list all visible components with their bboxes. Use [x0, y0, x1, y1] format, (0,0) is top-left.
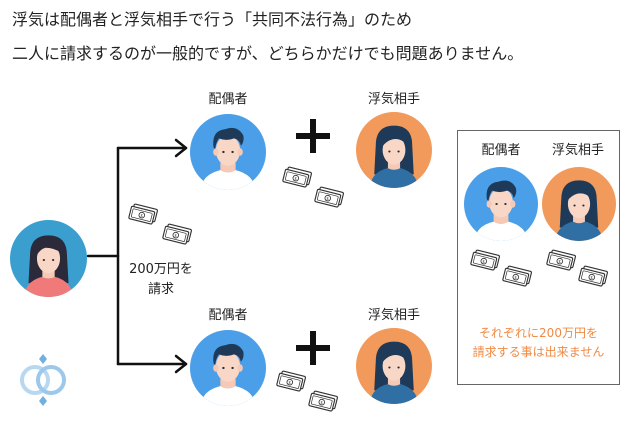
money-bills-icon	[500, 265, 536, 289]
note-spouse-avatar	[464, 167, 538, 241]
partner-avatar-bottom	[356, 328, 432, 404]
money-bills-icon	[468, 249, 504, 273]
claim-amount-line-2: 請求	[147, 282, 174, 297]
partner-avatar-top	[356, 112, 432, 188]
spouse-avatar-top	[190, 114, 266, 190]
note-text-line-1: それぞれに200万円を	[479, 326, 598, 340]
money-bills-icon	[306, 390, 342, 414]
money-bills-icon	[280, 166, 316, 190]
heading-line-2: 二人に請求するのが一般的ですが、どちらかだけでも問題ありません。	[12, 44, 524, 63]
partner-label-bottom: 浮気相手	[367, 308, 420, 323]
heading-line-1: 浮気は配偶者と浮気相手で行う「共同不法行為」のため	[12, 10, 413, 29]
rings-logo-icon	[20, 354, 66, 406]
money-bills-icon	[312, 186, 348, 210]
spouse-label-top: 配偶者	[208, 92, 248, 107]
note-partner-label: 浮気相手	[551, 143, 604, 158]
note-box: 配偶者 浮気相手 それぞれに200万円を 請求する事は出来ません	[457, 130, 620, 385]
money-bills-icon	[160, 223, 196, 247]
note-text-line-2: 請求する事は出来ません	[472, 345, 605, 359]
plus-icon-bottom-vertical	[310, 331, 316, 365]
claimant-avatar	[10, 220, 87, 297]
claim-amount-line-1: 200万円を	[129, 262, 193, 277]
money-bills-icon	[544, 249, 580, 273]
spouse-label-bottom: 配偶者	[208, 308, 248, 323]
money-bills-icon	[274, 370, 310, 394]
money-bills-icon	[576, 265, 612, 289]
partner-label-top: 浮気相手	[367, 92, 420, 107]
money-bills-icon	[126, 203, 162, 227]
plus-icon-top-vertical	[310, 119, 316, 153]
note-partner-avatar	[542, 167, 616, 241]
note-spouse-label: 配偶者	[481, 143, 521, 158]
spouse-avatar-bottom	[190, 330, 266, 406]
